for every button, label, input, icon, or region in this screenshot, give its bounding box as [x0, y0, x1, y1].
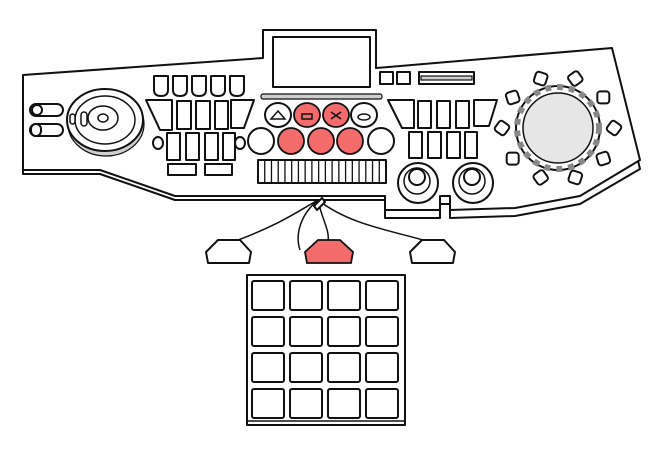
- large-button[interactable]: [247, 127, 275, 155]
- rotary-dial[interactable]: [493, 70, 623, 186]
- small-button[interactable]: [396, 71, 411, 85]
- dial-button[interactable]: [532, 70, 549, 87]
- keypad-key[interactable]: [289, 280, 323, 311]
- triangle-icon: [269, 109, 287, 120]
- button[interactable]: [166, 132, 181, 161]
- keypad-key[interactable]: [289, 316, 323, 347]
- button[interactable]: [436, 100, 451, 129]
- large-button[interactable]: [336, 127, 364, 155]
- dial-button[interactable]: [567, 70, 584, 87]
- button[interactable]: [185, 132, 200, 161]
- keypad-key[interactable]: [251, 316, 285, 347]
- button[interactable]: [204, 132, 219, 161]
- joystick-left[interactable]: [397, 162, 439, 204]
- button[interactable]: [195, 100, 211, 130]
- fader-slots: [257, 159, 387, 184]
- pedal-right[interactable]: [409, 239, 456, 264]
- cable-connector: [313, 197, 326, 211]
- button[interactable]: [210, 75, 226, 97]
- dial-button[interactable]: [567, 169, 584, 186]
- small-button[interactable]: [379, 71, 394, 85]
- toggle-knob: [31, 104, 43, 116]
- transport-button-1[interactable]: [264, 102, 292, 128]
- button[interactable]: [417, 100, 432, 129]
- button[interactable]: [473, 99, 498, 127]
- large-buttons: [247, 127, 395, 155]
- button[interactable]: [176, 100, 192, 130]
- dial-button[interactable]: [596, 90, 611, 105]
- keypad-key[interactable]: [365, 316, 399, 347]
- button[interactable]: [427, 131, 442, 159]
- keypad-key[interactable]: [251, 280, 285, 311]
- button[interactable]: [230, 99, 255, 129]
- dial-button[interactable]: [504, 89, 521, 106]
- indicator-strip: [260, 93, 383, 100]
- stop-icon: [301, 113, 313, 120]
- pedal-cables: [229, 197, 431, 251]
- transport-button-2[interactable]: [293, 102, 321, 128]
- keypad-key[interactable]: [365, 280, 399, 311]
- keypad-key[interactable]: [365, 352, 399, 383]
- small-knob[interactable]: [234, 136, 246, 150]
- left-switches: [29, 103, 64, 137]
- button[interactable]: [214, 100, 229, 130]
- keypad: [246, 274, 406, 426]
- keypad-key[interactable]: [251, 388, 285, 419]
- toggle-knob: [30, 123, 42, 137]
- button[interactable]: [464, 131, 478, 159]
- transport-buttons: [264, 102, 378, 128]
- button[interactable]: [446, 131, 461, 159]
- joystick-right[interactable]: [452, 162, 494, 204]
- small-knob[interactable]: [152, 136, 164, 150]
- dial-button[interactable]: [505, 151, 520, 166]
- close-icon: [330, 111, 342, 120]
- button[interactable]: [167, 163, 197, 176]
- large-button[interactable]: [307, 127, 335, 155]
- pedal-center[interactable]: [304, 239, 354, 264]
- slot-frame: [257, 159, 387, 184]
- jog-wheel[interactable]: [66, 88, 145, 157]
- keypad-key[interactable]: [327, 316, 361, 347]
- button[interactable]: [191, 75, 207, 97]
- keypad-key[interactable]: [289, 352, 323, 383]
- button[interactable]: [222, 132, 236, 161]
- right-button-cluster: [387, 99, 498, 159]
- button[interactable]: [204, 163, 233, 176]
- large-button[interactable]: [367, 127, 395, 155]
- dial-button[interactable]: [493, 119, 511, 137]
- dial-button[interactable]: [605, 119, 623, 137]
- button[interactable]: [387, 99, 415, 129]
- vent-grille: [418, 71, 475, 85]
- button[interactable]: [229, 75, 245, 97]
- button[interactable]: [145, 99, 173, 131]
- button[interactable]: [455, 100, 470, 129]
- keypad-key[interactable]: [327, 352, 361, 383]
- keypad-key[interactable]: [365, 388, 399, 419]
- keypad-key[interactable]: [251, 352, 285, 383]
- dial-button[interactable]: [532, 169, 549, 186]
- keypad-key[interactable]: [327, 280, 361, 311]
- oval-icon: [357, 113, 371, 121]
- transport-button-4[interactable]: [350, 102, 378, 128]
- large-button[interactable]: [277, 127, 305, 155]
- dial-button[interactable]: [595, 150, 612, 167]
- button[interactable]: [153, 75, 169, 97]
- left-button-cluster: [145, 75, 255, 176]
- display-screen: [272, 36, 371, 88]
- button[interactable]: [408, 131, 423, 159]
- pedal-left[interactable]: [205, 239, 252, 264]
- keypad-key[interactable]: [327, 388, 361, 419]
- button[interactable]: [172, 75, 188, 97]
- keypad-key[interactable]: [289, 388, 323, 419]
